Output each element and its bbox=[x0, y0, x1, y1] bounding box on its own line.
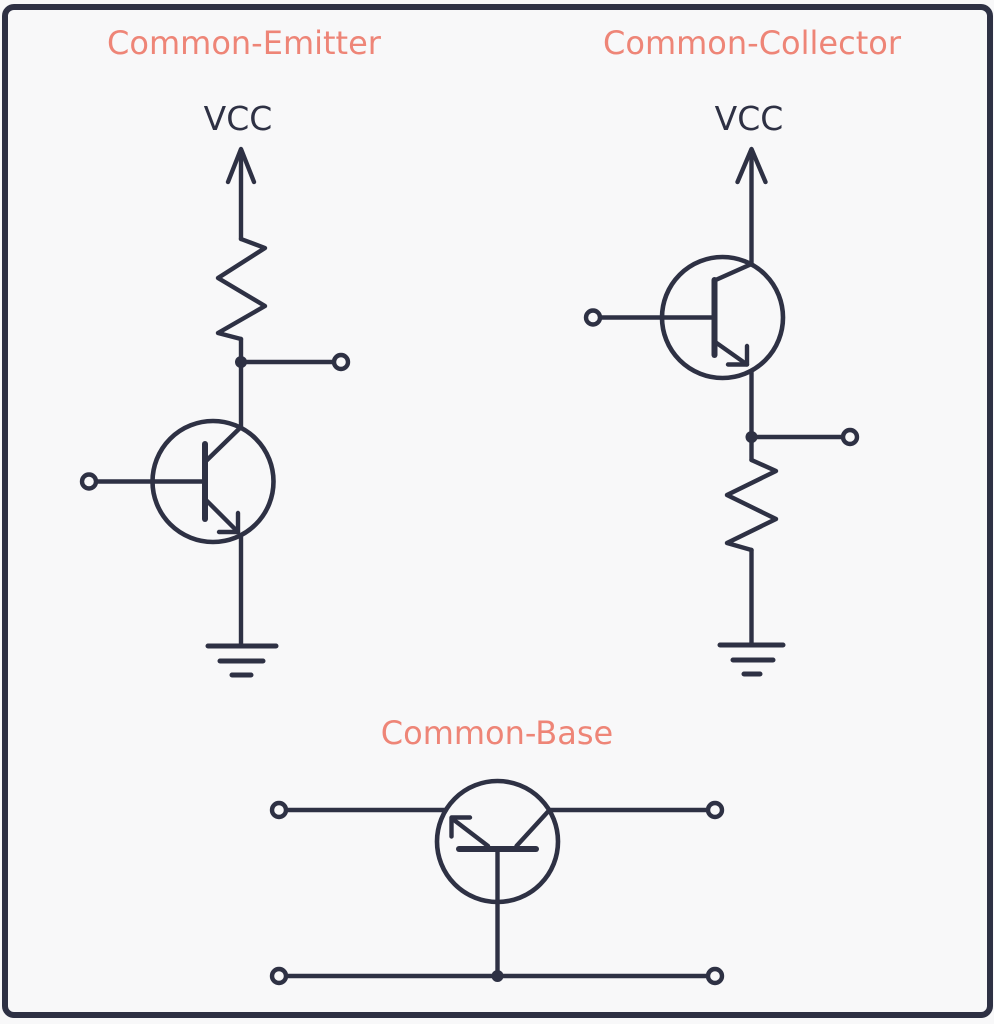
left-terminal bbox=[269, 800, 289, 820]
transistor-body bbox=[659, 254, 786, 381]
transistor-collector-lead bbox=[712, 261, 754, 283]
npn-transistor-icon bbox=[150, 418, 276, 545]
vcc-label-common-emitter: VCC bbox=[203, 99, 273, 138]
common-base-title: Common-Base bbox=[380, 714, 614, 752]
vcc-arrow-icon bbox=[225, 146, 257, 185]
transistor-emitter-lead bbox=[202, 496, 241, 535]
resistor-icon bbox=[215, 236, 268, 342]
transistor-emitter-lead bbox=[449, 816, 491, 849]
transistor-collector-lead bbox=[202, 424, 244, 465]
bottom-right-terminal bbox=[705, 966, 725, 986]
transistor-body bbox=[150, 418, 276, 545]
common-base-circuit bbox=[269, 778, 725, 986]
npn-transistor-icon bbox=[659, 254, 786, 381]
emitter-arrowhead-icon bbox=[449, 815, 473, 839]
vcc-arrow-icon bbox=[735, 146, 768, 185]
output-terminal bbox=[331, 352, 351, 372]
input-terminal bbox=[79, 472, 99, 491]
output-terminal bbox=[840, 427, 860, 447]
vcc-label-common-collector: VCC bbox=[714, 99, 784, 138]
right-terminal bbox=[705, 800, 725, 820]
junction-dot bbox=[235, 356, 247, 368]
common-collector-circuit bbox=[583, 146, 860, 677]
emitter-arrowhead-icon bbox=[216, 510, 241, 535]
resistor-icon bbox=[724, 457, 779, 553]
common-collector-title: Common-Collector bbox=[603, 24, 901, 62]
common-emitter-circuit bbox=[79, 146, 351, 678]
transistor-emitter-lead bbox=[712, 339, 750, 367]
ground-icon bbox=[717, 642, 786, 677]
ground-icon bbox=[205, 643, 279, 678]
diagram-frame bbox=[2, 4, 993, 1018]
transistor-collector-lead bbox=[514, 808, 552, 849]
common-emitter-title: Common-Emitter bbox=[107, 24, 381, 62]
input-terminal bbox=[583, 308, 603, 327]
emitter-arrowhead-icon bbox=[725, 343, 750, 367]
junction-dot bbox=[745, 431, 758, 443]
junction-dot bbox=[491, 970, 504, 982]
bottom-left-terminal bbox=[269, 966, 289, 986]
